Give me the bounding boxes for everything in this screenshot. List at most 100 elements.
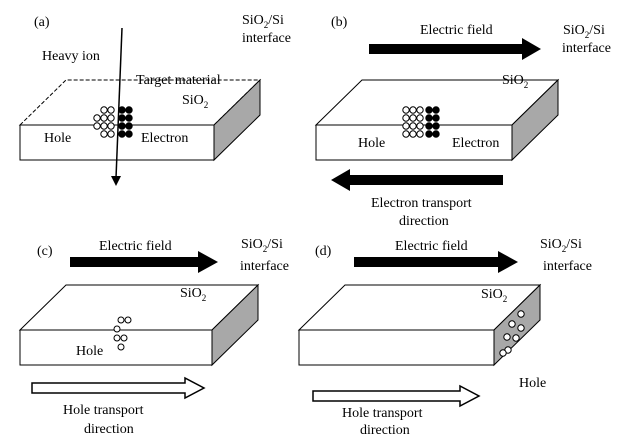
interface-label-line2: interface — [242, 31, 291, 46]
material-label: SiO2 — [481, 287, 507, 304]
hole — [499, 349, 507, 357]
hole — [93, 114, 101, 122]
panel-label: (c) — [37, 244, 53, 259]
hole — [107, 114, 115, 122]
hole-label: Hole — [519, 376, 546, 391]
interface-label-line2: interface — [240, 259, 289, 274]
material-label: SiO2 — [502, 73, 528, 90]
interface-label-line1: SiO2/Si — [563, 23, 605, 40]
electron — [432, 114, 440, 122]
interface-label-line1: SiO2/Si — [242, 13, 284, 30]
hole — [416, 130, 424, 138]
material-label: SiO2 — [180, 286, 206, 303]
hole-cluster — [402, 106, 424, 138]
hole — [117, 343, 125, 351]
hole — [512, 334, 520, 342]
interface-label-line2: interface — [562, 41, 611, 56]
electric-field-arrow — [369, 38, 541, 60]
hole — [416, 106, 424, 114]
hole — [503, 333, 511, 341]
hole — [107, 106, 115, 114]
hole — [416, 114, 424, 122]
hole — [402, 106, 410, 114]
electric-field-label: Electric field — [99, 239, 172, 254]
hole — [100, 106, 108, 114]
hole — [117, 316, 125, 324]
panel-c: (c) Electric field SiO2/Si interface SiO… — [18, 237, 289, 437]
panel-b: (b) Electric field SiO2/Si interface SiO… — [314, 15, 611, 229]
hole-cluster — [113, 316, 132, 351]
hole — [508, 320, 516, 328]
hole — [100, 130, 108, 138]
panel-label: (a) — [34, 15, 50, 30]
electron — [125, 114, 133, 122]
electron — [125, 130, 133, 138]
electron — [125, 106, 133, 114]
panel-d: (d) Electric field SiO2/Si interface SiO… — [297, 237, 592, 438]
hole — [93, 122, 101, 130]
transport-label-line1: Hole transport — [342, 406, 423, 421]
hole — [113, 325, 121, 333]
material-label: SiO2 — [182, 93, 208, 110]
hole — [100, 122, 108, 130]
interface-label-line2: interface — [543, 259, 592, 274]
box-front — [298, 329, 495, 366]
transport-label-line2: direction — [84, 422, 134, 437]
panel-label: (b) — [331, 15, 348, 30]
electron — [425, 114, 433, 122]
interface-label-line1: SiO2/Si — [540, 237, 582, 254]
hole-label: Hole — [358, 136, 385, 151]
hole — [402, 130, 410, 138]
electron-transport-arrow — [331, 169, 503, 191]
panel-a: (a) Heavy ion Target material SiO2 SiO2/… — [18, 13, 291, 186]
electron — [118, 114, 126, 122]
panel-label: (d) — [315, 244, 332, 259]
hole-transport-arrow — [31, 376, 206, 400]
hole — [517, 324, 525, 332]
hole-cluster — [93, 106, 115, 138]
target-material-label: Target material — [136, 73, 221, 88]
hole — [409, 114, 417, 122]
hole-transport-arrow — [312, 384, 481, 408]
electron — [118, 106, 126, 114]
hole-label: Hole — [44, 131, 71, 146]
interface-label-line1: SiO2/Si — [241, 237, 283, 254]
transport-label-line2: direction — [399, 214, 449, 229]
hole-cluster — [499, 310, 525, 357]
electron — [432, 130, 440, 138]
electric-field-arrow — [354, 251, 518, 273]
hole — [402, 122, 410, 130]
electric-field-label: Electric field — [420, 23, 493, 38]
electron — [118, 122, 126, 130]
hole — [107, 122, 115, 130]
hole — [409, 106, 417, 114]
electron — [432, 122, 440, 130]
hole — [120, 334, 128, 342]
transport-label-line2: direction — [360, 423, 410, 438]
transport-label-line1: Electron transport — [371, 196, 472, 211]
hole — [517, 310, 525, 318]
heavy-ion-track — [115, 27, 123, 179]
electron — [432, 106, 440, 114]
electron-label: Electron — [141, 131, 188, 146]
hole — [100, 114, 108, 122]
electron — [125, 122, 133, 130]
transport-label-line1: Hole transport — [63, 403, 144, 418]
hole — [409, 130, 417, 138]
hole — [416, 122, 424, 130]
electron-cluster — [425, 106, 440, 138]
electron — [425, 106, 433, 114]
hole-label: Hole — [76, 344, 103, 359]
electric-field-label: Electric field — [395, 239, 468, 254]
hole — [107, 130, 115, 138]
hole — [402, 114, 410, 122]
electron — [118, 130, 126, 138]
electron-label: Electron — [452, 136, 499, 151]
electron — [425, 130, 433, 138]
hole — [124, 316, 132, 324]
heavy-ion-label: Heavy ion — [42, 49, 100, 64]
hole — [409, 122, 417, 130]
hole — [113, 334, 121, 342]
electron — [425, 122, 433, 130]
